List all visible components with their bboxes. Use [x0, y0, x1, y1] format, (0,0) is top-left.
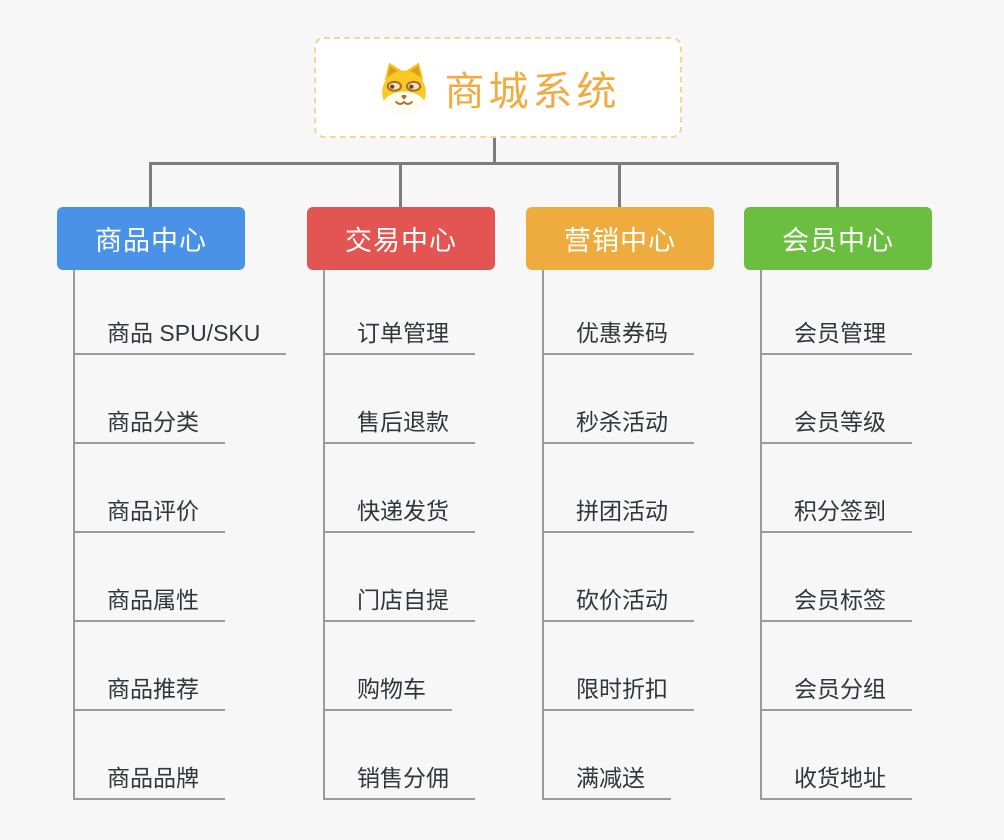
leaf-node-shopping-cart[interactable]: 购物车: [323, 622, 452, 711]
leaf-node-coupon-code[interactable]: 优惠券码: [542, 266, 694, 355]
leaf-node-store-pickup[interactable]: 门店自提: [323, 533, 475, 622]
leaf-node-order-management[interactable]: 订单管理: [323, 266, 475, 355]
leaf-node-member-management[interactable]: 会员管理: [760, 266, 912, 355]
connector-drop-marketing: [618, 162, 621, 207]
root-node-mall-system[interactable]: 商城系统: [314, 37, 682, 138]
branch-node-product-center[interactable]: 商品中心: [57, 207, 245, 270]
children-marketing-center: 优惠券码 秒杀活动 拼团活动 砍价活动 限时折扣 满减送: [542, 266, 694, 800]
children-member-center: 会员管理 会员等级 积分签到 会员标签 会员分组 收货地址: [760, 266, 912, 800]
leaf-node-limited-time-discount[interactable]: 限时折扣: [542, 622, 694, 711]
leaf-node-product-review[interactable]: 商品评价: [73, 444, 225, 533]
leaf-node-group-buy[interactable]: 拼团活动: [542, 444, 694, 533]
children-product-center: 商品 SPU/SKU 商品分类 商品评价 商品属性 商品推荐 商品品牌: [73, 266, 287, 800]
leaf-node-product-brand[interactable]: 商品品牌: [73, 711, 225, 800]
branch-node-member-center[interactable]: 会员中心: [744, 207, 932, 270]
connector-rail: [150, 162, 838, 165]
dog-face-icon: [381, 62, 426, 114]
leaf-node-spend-and-save[interactable]: 满减送: [542, 711, 671, 800]
leaf-node-shipping-address[interactable]: 收货地址: [760, 711, 912, 800]
leaf-node-bargain-activity[interactable]: 砍价活动: [542, 533, 694, 622]
leaf-node-product-spu-sku[interactable]: 商品 SPU/SKU: [73, 266, 287, 355]
root-title: 商城系统: [444, 69, 621, 114]
leaf-node-product-attribute[interactable]: 商品属性: [73, 533, 225, 622]
leaf-node-member-group[interactable]: 会员分组: [760, 622, 912, 711]
connector-drop-product: [149, 162, 152, 207]
connector-drop-member: [836, 162, 839, 207]
leaf-node-sales-commission[interactable]: 销售分佣: [323, 711, 475, 800]
leaf-node-express-delivery[interactable]: 快递发货: [323, 444, 475, 533]
leaf-node-after-sale-refund[interactable]: 售后退款: [323, 355, 475, 444]
spine-trade-center: [323, 270, 325, 800]
leaf-node-member-level[interactable]: 会员等级: [760, 355, 912, 444]
connector-drop-trade: [399, 162, 402, 207]
leaf-node-flash-sale[interactable]: 秒杀活动: [542, 355, 694, 444]
leaf-node-member-tag[interactable]: 会员标签: [760, 533, 912, 622]
branch-node-marketing-center[interactable]: 营销中心: [526, 207, 714, 270]
leaf-node-product-category[interactable]: 商品分类: [73, 355, 225, 444]
children-trade-center: 订单管理 售后退款 快递发货 门店自提 购物车 销售分佣: [323, 266, 475, 800]
leaf-node-points-checkin[interactable]: 积分签到: [760, 444, 912, 533]
connector-root-drop: [493, 138, 496, 164]
spine-member-center: [760, 270, 762, 800]
spine-product-center: [73, 270, 75, 800]
spine-marketing-center: [542, 270, 544, 800]
leaf-node-product-recommend[interactable]: 商品推荐: [73, 622, 225, 711]
branch-node-trade-center[interactable]: 交易中心: [307, 207, 495, 270]
